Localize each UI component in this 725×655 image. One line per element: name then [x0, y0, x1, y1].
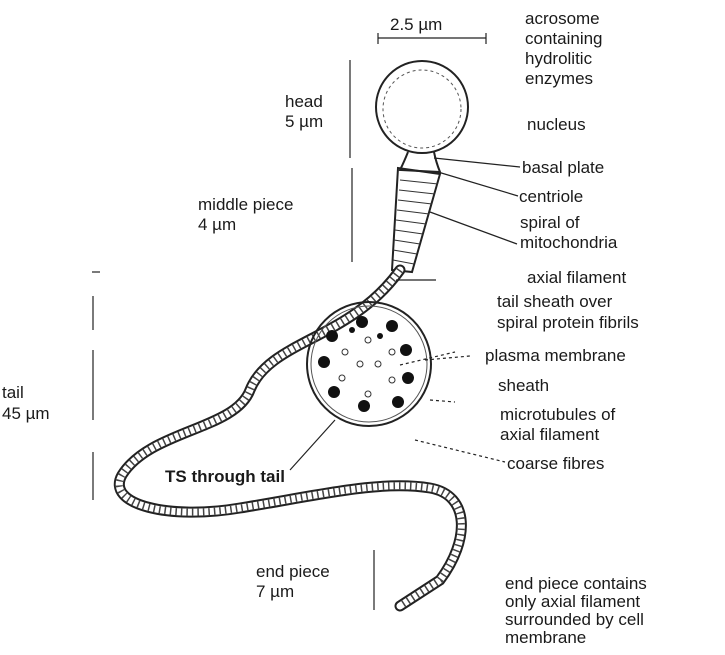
nucleus-label: nucleus — [527, 115, 586, 134]
sperm-head — [376, 61, 468, 172]
tail-cross-section — [307, 302, 431, 426]
axial-filament-label: axial filament — [527, 268, 626, 287]
plasma-membrane-label: plasma membrane — [485, 346, 626, 365]
middle-piece — [392, 168, 440, 272]
sheath-label: sheath — [498, 376, 549, 395]
coarse-fibres-label: coarse fibres — [507, 454, 604, 473]
ts-through-tail-label: TS through tail — [165, 467, 285, 486]
sperm-tail — [119, 270, 461, 606]
basal-plate-label: basal plate — [522, 158, 604, 177]
width-label: 2.5 µm — [390, 15, 442, 34]
centriole-label: centriole — [519, 187, 583, 206]
